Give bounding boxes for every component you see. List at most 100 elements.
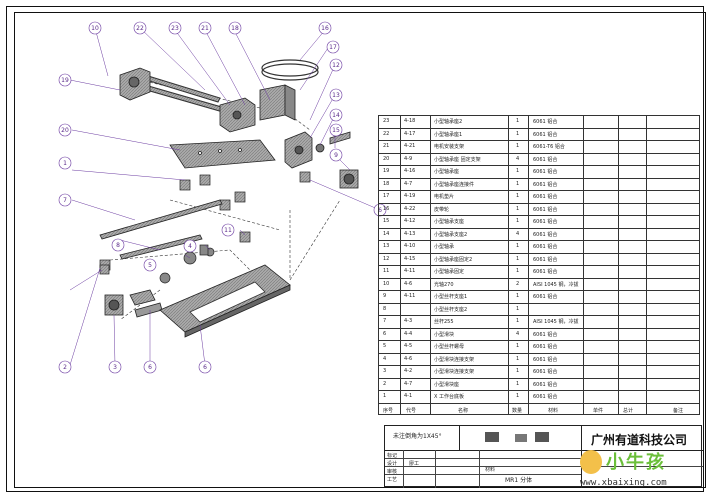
exploded-assembly-view: 10 22 23 21 18 16 17 12 13 14 15 9 19 20… — [58, 21, 387, 374]
bom-cell-name: 小型轴承座 — [434, 169, 460, 175]
bom-cell-name: 小型丝杆支座1 — [434, 294, 468, 300]
bom-cell-name: 小型丝杆支座2 — [434, 306, 468, 313]
callout-bubbles — [58, 21, 387, 374]
bom-cell-material: 6061 铝合 — [533, 294, 558, 300]
bom-cell-name: 小型轴承座固定2 — [434, 256, 473, 263]
bom-outline — [378, 115, 700, 415]
bom-cell-material: 6061 铝合 — [533, 194, 558, 200]
bom-cell-seq: 9 — [383, 293, 387, 299]
callout-8: 8 — [116, 242, 120, 249]
part-name: MR1 分体 — [505, 477, 533, 484]
bom-cell-qty: 1 — [516, 168, 520, 174]
bom-cell-code: 4-7 — [404, 380, 413, 387]
company-name: 广州有道科技公司 — [591, 433, 688, 447]
bom-cell-name: 光轴270 — [434, 281, 454, 288]
bom-cell-code: 4-7 — [404, 180, 413, 187]
bom-cell-code: 4-10 — [404, 243, 416, 249]
bom-cell-qty: 1 — [516, 130, 520, 137]
bom-cell-name: 小型轴承支座 — [434, 219, 465, 225]
bom-cell-material: 6061 铝合 — [533, 131, 558, 138]
sliders — [99, 171, 311, 275]
bom-cell-qty: 1 — [516, 368, 520, 374]
bom-cell-qty: 4 — [516, 155, 520, 162]
bom-cell-material: 6061 铝合 — [533, 369, 558, 375]
bom-cell-code: 4-9 — [404, 155, 413, 162]
bom-cell-material: 6061 铝合 — [533, 181, 558, 188]
bom-cell-code: 4-17 — [404, 130, 416, 137]
title-block: 未注倒角为1X45° 广州有道科技公司 标记 设计 廖工 审核 工艺 材料 MR… — [384, 425, 703, 488]
bom-cell-name: 小型滑块座 — [434, 381, 460, 388]
bom-cell-code: 4-18 — [404, 118, 416, 124]
callout-2: 2 — [63, 364, 67, 371]
bom-cell-seq: 14 — [383, 230, 390, 237]
bom-cell-material: 6061 铝合 — [533, 356, 558, 363]
bom-cell-qty: 1 — [516, 380, 520, 387]
bom-cell-material: 6061 铝合 — [533, 269, 558, 275]
bom-cell-code: 4-1 — [404, 393, 413, 399]
callout-5: 5 — [148, 262, 152, 269]
bom-header-code: 代号 — [406, 408, 417, 414]
bearing-support-right — [284, 131, 351, 169]
outer-border — [6, 6, 704, 492]
callout-3: 3 — [113, 364, 117, 371]
callout-20: 20 — [61, 127, 69, 134]
callout-6a: 6 — [148, 364, 152, 371]
bom-cell-code: 4-19 — [404, 193, 416, 199]
bom-cell-name: 电机垫片 — [434, 194, 455, 200]
bom-cell-material: 6061 铝合 — [533, 381, 558, 388]
bom-header-total: 总计 — [623, 408, 634, 414]
bom-cell-seq: 3 — [383, 368, 387, 374]
motor-bracket — [259, 84, 296, 121]
callout-9: 9 — [334, 152, 338, 159]
callout-11: 11 — [224, 227, 232, 234]
bom-cell-seq: 12 — [383, 255, 390, 262]
belt-ring — [261, 59, 319, 81]
bom-header-qty: 数量 — [512, 408, 523, 414]
label-review: 审核 — [387, 469, 398, 475]
bom-cell-name: X 工作台底板 — [434, 394, 465, 400]
bom-cell-name: 小型轴承 — [434, 244, 455, 250]
bom-cell-qty: 1 — [516, 293, 520, 299]
bom-cell-name: 小型滑块连接支架 — [434, 356, 475, 363]
bom-cell-qty: 1 — [516, 255, 520, 262]
top-plate — [169, 139, 276, 169]
callout-19: 19 — [61, 77, 69, 84]
bom-cell-material: AISI 1045 钢，冷拔 — [533, 281, 579, 288]
bom-cell-material: 6061 铝合 — [533, 231, 558, 238]
bom-cell-qty: 1 — [516, 193, 520, 199]
bom-cell-seq: 15 — [383, 218, 390, 224]
bom-cell-seq: 11 — [383, 268, 390, 274]
bom-cell-seq: 17 — [383, 193, 390, 199]
bom-cell-code: 4-13 — [404, 230, 416, 237]
title-block-divider-2 — [385, 450, 703, 451]
second-shaft — [119, 234, 203, 260]
bom-cell-code: 4-3 — [404, 318, 413, 324]
title-block-divider-1 — [459, 426, 460, 450]
bom-cell-qty: 1 — [516, 218, 520, 224]
callout-22: 22 — [136, 25, 144, 32]
bom-cell-code: 4-22 — [404, 205, 416, 212]
square-bearing — [339, 169, 359, 189]
bom-cell-code: 4-2 — [404, 368, 413, 374]
bom-cell-qty: 1 — [516, 118, 520, 124]
bom-header-note: 备注 — [673, 408, 684, 414]
watermark: 小牛孩 www.xbaixing.com — [580, 448, 700, 488]
bottom-bearing — [104, 294, 124, 316]
bom-header-name: 名称 — [458, 408, 469, 414]
bom-cell-name: 小型滑块 — [434, 331, 455, 338]
bearing-block-mid — [219, 97, 256, 133]
bom-cell-seq: 7 — [383, 318, 387, 324]
bom-cell-qty: 1 — [516, 393, 520, 399]
